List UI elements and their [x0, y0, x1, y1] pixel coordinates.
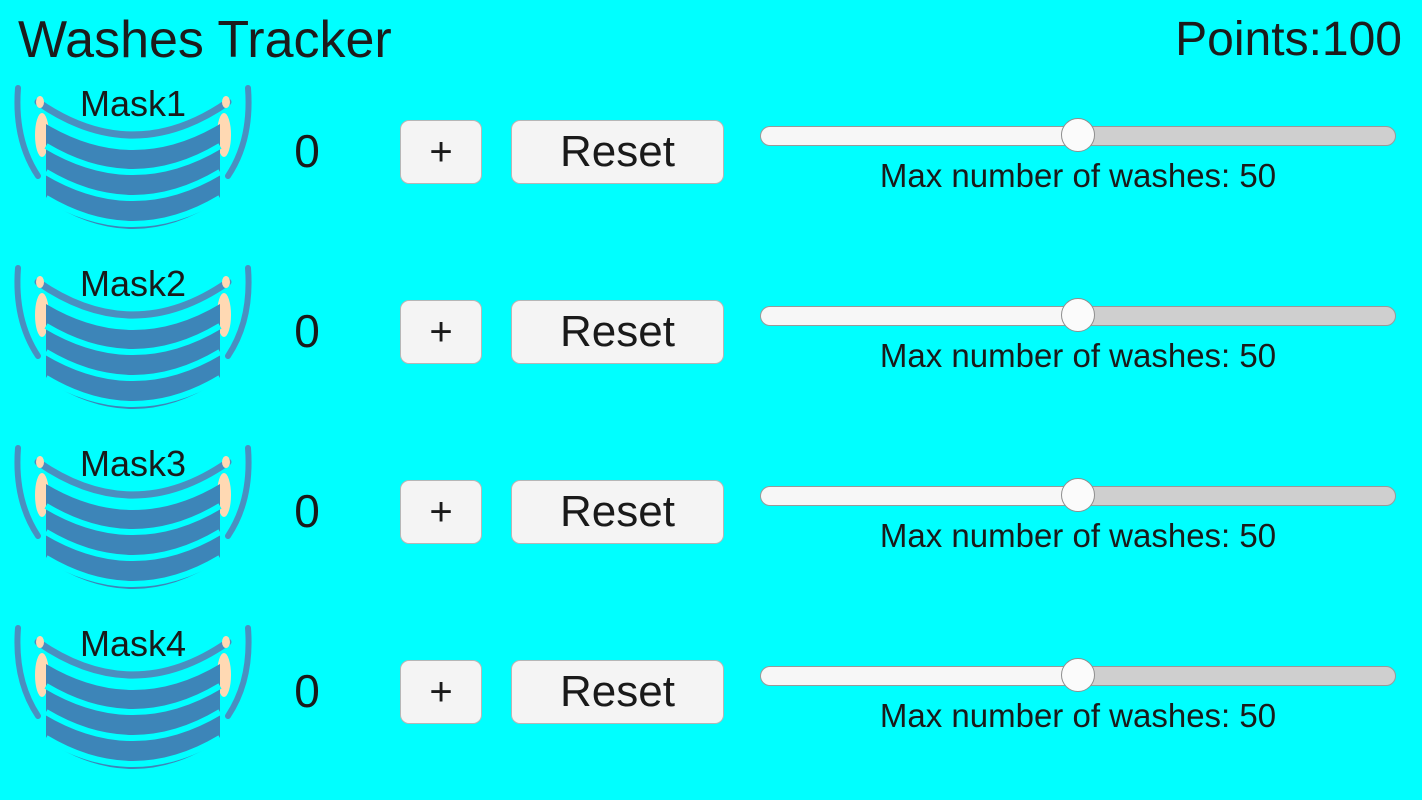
mask-row: Mask3 0 + Reset Max number of washes: 50	[0, 440, 1422, 620]
increment-button[interactable]: +	[400, 300, 482, 364]
face-mask-icon	[14, 265, 252, 409]
max-washes-caption: Max number of washes: 50	[760, 696, 1396, 736]
max-washes-slider[interactable]: Max number of washes: 50	[760, 470, 1396, 590]
slider-fill	[761, 127, 1078, 145]
reset-button[interactable]: Reset	[511, 480, 724, 544]
max-washes-value: 50	[1239, 157, 1277, 194]
mask-row: Mask2 0 + Reset Max number of washes: 50	[0, 260, 1422, 440]
mask-row: Mask1 0 + Reset Max number of washes: 50	[0, 80, 1422, 260]
points-label: Points:	[1175, 13, 1322, 66]
mask-icon-cell: Mask2	[8, 260, 258, 440]
max-washes-value: 50	[1239, 517, 1277, 554]
slider-fill	[761, 307, 1078, 325]
max-washes-text: Max number of washes:	[879, 697, 1240, 734]
max-washes-value: 50	[1239, 337, 1277, 374]
slider-thumb[interactable]	[1061, 118, 1095, 152]
mask-icon-cell: Mask1	[8, 80, 258, 260]
increment-button[interactable]: +	[400, 120, 482, 184]
max-washes-slider[interactable]: Max number of washes: 50	[760, 110, 1396, 230]
slider-fill	[761, 487, 1078, 505]
mask-icon-cell: Mask4	[8, 620, 258, 800]
points-display: Points:100	[1175, 8, 1402, 72]
reset-button[interactable]: Reset	[511, 120, 724, 184]
wash-count-value: 0	[294, 665, 320, 717]
max-washes-caption: Max number of washes: 50	[760, 336, 1396, 376]
slider-thumb[interactable]	[1061, 478, 1095, 512]
max-washes-text: Max number of washes:	[879, 517, 1240, 554]
face-mask-icon	[14, 625, 252, 769]
increment-button[interactable]: +	[400, 480, 482, 544]
app-header: Washes Tracker Points:100	[0, 0, 1422, 80]
reset-button[interactable]: Reset	[511, 300, 724, 364]
slider-thumb[interactable]	[1061, 658, 1095, 692]
points-value: 100	[1321, 13, 1402, 66]
max-washes-caption: Max number of washes: 50	[760, 156, 1396, 196]
max-washes-slider[interactable]: Max number of washes: 50	[760, 650, 1396, 770]
face-mask-icon	[14, 445, 252, 589]
wash-count-value: 0	[294, 485, 320, 537]
face-mask-icon	[14, 85, 252, 229]
max-washes-text: Max number of washes:	[879, 157, 1240, 194]
increment-button[interactable]: +	[400, 660, 482, 724]
slider-fill	[761, 667, 1078, 685]
wash-count-value: 0	[294, 305, 320, 357]
wash-count-value: 0	[294, 125, 320, 177]
mask-icon-cell: Mask3	[8, 440, 258, 620]
page-title: Washes Tracker	[18, 11, 392, 69]
mask-rows-container: Mask1 0 + Reset Max number of washes: 50	[0, 80, 1422, 800]
max-washes-value: 50	[1239, 697, 1277, 734]
max-washes-caption: Max number of washes: 50	[760, 516, 1396, 556]
max-washes-text: Max number of washes:	[879, 337, 1240, 374]
reset-button[interactable]: Reset	[511, 660, 724, 724]
slider-thumb[interactable]	[1061, 298, 1095, 332]
mask-row: Mask4 0 + Reset Max number of washes: 50	[0, 620, 1422, 800]
max-washes-slider[interactable]: Max number of washes: 50	[760, 290, 1396, 410]
